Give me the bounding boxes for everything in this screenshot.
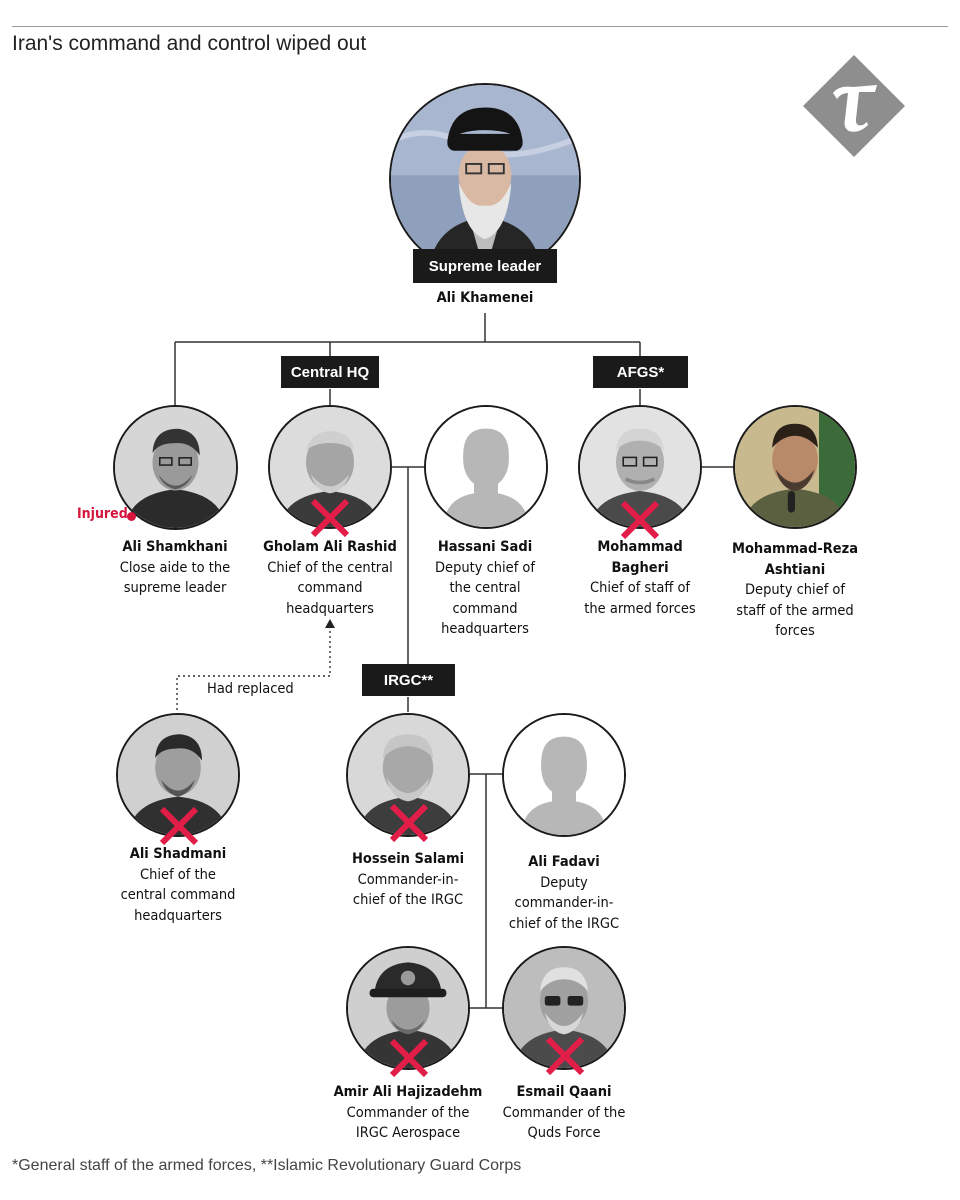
person-role-line: forces [775, 623, 815, 639]
person-role-line: headquarters [441, 621, 529, 637]
page-title: Iran's command and control wiped out [12, 32, 367, 55]
portrait-gholam-ali-rashid [268, 405, 392, 529]
person-role-line: the armed forces [584, 600, 696, 617]
killed-cross-icon [159, 806, 199, 846]
person-name: Gholam Ali Rashid [263, 539, 397, 555]
person-role-line: Quds Force [527, 1125, 601, 1141]
had-replaced-label: Had replaced [207, 681, 294, 697]
injured-label: Injured [77, 506, 128, 522]
person-name: Bagheri [611, 559, 669, 576]
person-role-line: commander-in- [514, 895, 614, 911]
footnote: *General staff of the armed forces, **Is… [12, 1157, 522, 1174]
portrait-placeholder-hassani-sadi [424, 405, 548, 529]
person-role-line: supreme leader [123, 580, 227, 596]
person-ali-shadmani: Ali Shadmani Chief of the central comman… [88, 844, 268, 926]
person-hassani-sadi: Hassani Sadi Deputy chief of the central… [395, 537, 575, 640]
killed-cross-icon [389, 803, 429, 843]
person-name: Ashtiani [764, 561, 826, 578]
person-role-line: Deputy chief of [745, 582, 845, 598]
tag-supreme-leader: Supreme leader [413, 249, 557, 283]
killed-cross-icon [389, 1038, 429, 1078]
person-name: Amir Ali Hajizadehm [333, 1084, 483, 1100]
person-role-line: central command [120, 887, 236, 903]
person-role-line: Chief of the central [267, 559, 393, 576]
person-name: Ali Shadmani [129, 846, 227, 862]
person-ali-shamkhani: Ali Shamkhani Close aide to the supreme … [85, 537, 265, 599]
portrait-ali-shadmani [116, 713, 240, 837]
person-role-line: headquarters [134, 907, 222, 924]
portrait-amir-ali-hajizadeh [346, 946, 470, 1070]
person-mohammad-reza-ashtiani: Mohammad-Reza Ashtiani Deputy chief of s… [705, 539, 885, 642]
person-mohammad-bagheri: Mohammad Bagheri Chief of staff of the a… [550, 537, 730, 619]
person-role-line: Commander of the [502, 1104, 626, 1121]
person-name: Ali Fadavi [528, 854, 600, 870]
person-gholam-ali-rashid: Gholam Ali Rashid Chief of the central c… [240, 537, 420, 619]
portrait-ali-shamkhani [113, 405, 238, 530]
person-name: Mohammad-Reza [731, 541, 859, 557]
portrait-placeholder-ali-fadavi [502, 713, 626, 837]
injured-dot-icon [127, 512, 136, 521]
person-role-line: chief of the IRGC [352, 892, 464, 908]
person-role-line: Close aide to the [119, 559, 231, 576]
killed-cross-icon [620, 500, 660, 540]
tag-afgs: AFGS* [593, 356, 688, 388]
person-name: Ali Khamenei [436, 290, 534, 306]
person-name: Esmail Qaani [516, 1084, 612, 1100]
portrait-hossein-salami [346, 713, 470, 837]
publisher-logo [803, 55, 905, 157]
person-name: Hossein Salami [351, 851, 465, 867]
killed-cross-icon [310, 498, 350, 538]
tag-irgc: IRGC** [362, 664, 455, 696]
person-role-line: Deputy chief of [435, 559, 535, 576]
person-role-line: headquarters [286, 600, 374, 617]
person-role-line: Deputy [540, 874, 588, 891]
portrait-mohammad-bagheri [578, 405, 702, 529]
person-role-line: staff of the armed [736, 602, 854, 619]
person-role-line: command [452, 600, 518, 617]
person-role-line: Chief of the [140, 866, 216, 883]
person-role-line: Commander of the [346, 1104, 470, 1121]
person-esmail-qaani: Esmail Qaani Commander of the Quds Force [474, 1082, 654, 1144]
person-hossein-salami: Hossein Salami Commander-in- chief of th… [318, 849, 498, 911]
person-name: Ali Shamkhani [122, 539, 228, 555]
person-role-line: the central [449, 580, 521, 596]
person-role-line: chief of the IRGC [508, 915, 620, 932]
portrait-esmail-qaani [502, 946, 626, 1070]
person-role-line: Commander-in- [357, 871, 459, 888]
portrait-mohammad-reza-ashtiani [733, 405, 857, 529]
person-role-line: command [297, 580, 363, 596]
portrait-ali-khamenei [389, 83, 581, 275]
person-role-line: IRGC Aerospace [355, 1125, 461, 1141]
person-name: Mohammad [597, 539, 683, 555]
person-role-line: Chief of staff of [589, 580, 691, 596]
killed-cross-icon [545, 1036, 585, 1076]
top-rule [12, 26, 948, 27]
tag-central-hq: Central HQ [281, 356, 379, 388]
person-ali-khamenei: Ali Khamenei [385, 288, 585, 309]
person-ali-fadavi: Ali Fadavi Deputy commander-in- chief of… [474, 852, 654, 934]
person-amir-ali-hajizadeh: Amir Ali Hajizadehm Commander of the IRG… [308, 1082, 508, 1144]
person-name: Hassani Sadi [437, 539, 533, 555]
